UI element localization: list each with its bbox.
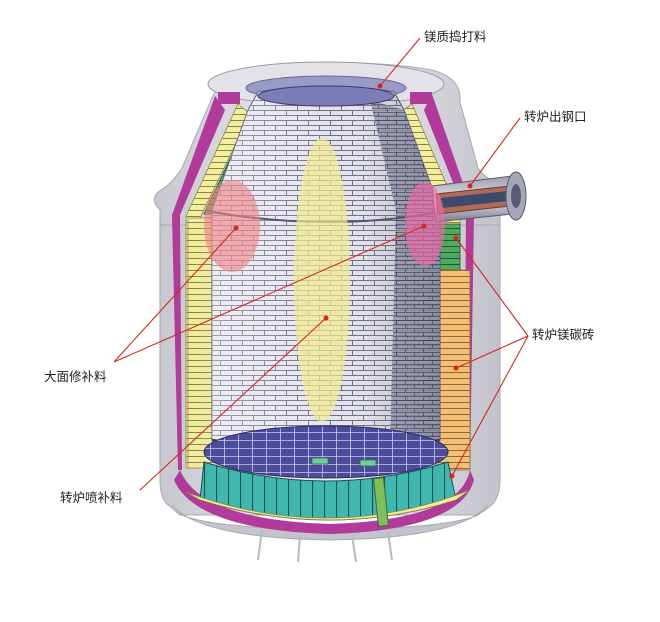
bottom-lining — [185, 425, 471, 527]
leader-large-surface-repair-1 — [113, 227, 237, 363]
label-mgo-c-brick: 转炉镁碳砖 — [532, 327, 595, 342]
leader-mgo-c-brick-1 — [455, 237, 529, 337]
label-tap-hole: 转炉出钢口 — [524, 109, 587, 124]
large-surface-repair-zone — [204, 180, 260, 272]
leader-mgo-c-brick-3 — [451, 335, 529, 477]
leader-mgo-c-brick-2 — [455, 335, 529, 369]
label-large-surface-repair: 大面修补料 — [44, 369, 107, 384]
orange-working-lining — [187, 217, 471, 471]
leader-lines — [113, 37, 529, 491]
highlight-zones — [204, 138, 445, 422]
leader-tap-hole — [469, 117, 521, 187]
leader-gunning-mix — [139, 317, 327, 491]
leader-large-surface-repair-2 — [113, 225, 425, 363]
tap-hole — [431, 171, 527, 223]
labels: 镁质捣打料 转炉出钢口 大面修补料 转炉镁碳砖 转炉喷补料 — [44, 29, 595, 505]
gunning-zone — [294, 138, 350, 422]
bottom-yellow-ring — [185, 489, 471, 521]
support-lines — [257, 529, 393, 563]
label-magnesia-ramming: 镁质捣打料 — [424, 29, 487, 44]
leader-magnesia-ramming — [379, 37, 421, 87]
bottom-disc — [203, 425, 449, 479]
bottom-tuyere — [372, 477, 390, 527]
label-gunning-mix: 转炉喷补料 — [60, 490, 123, 505]
